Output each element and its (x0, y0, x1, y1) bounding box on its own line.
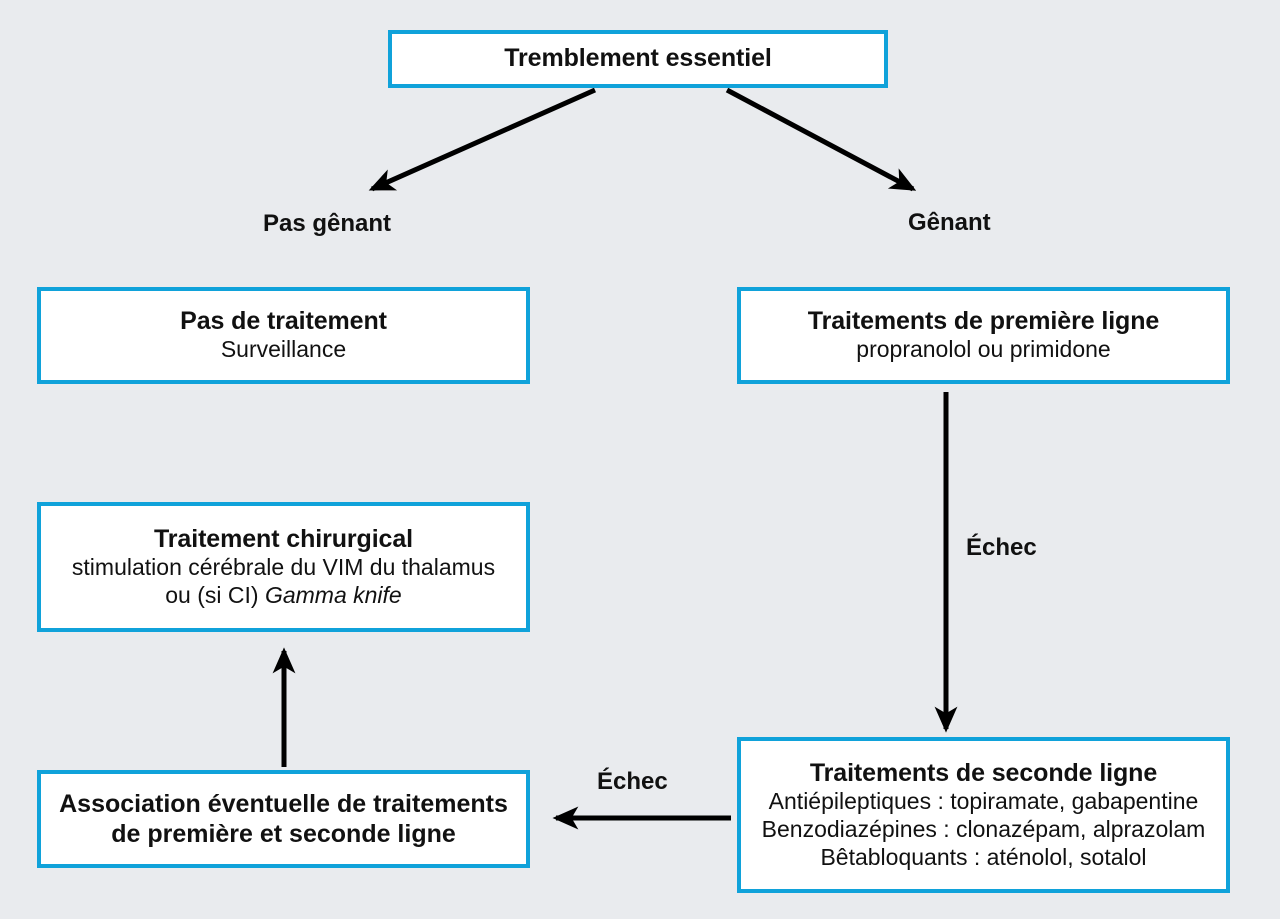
node-surgery-title: Traitement chirurgical (154, 524, 413, 553)
arrow-root-to-bothersome (725, 87, 917, 192)
node-traitements-seconde-ligne[interactable]: Traitements de seconde ligne Antiépilept… (737, 737, 1230, 893)
node-second-line-line-1: Antiépileptiques : topiramate, gabapenti… (768, 788, 1199, 815)
edge-label-genant: Gênant (908, 209, 991, 236)
node-traitements-premiere-ligne[interactable]: Traitements de première ligne propranolo… (737, 287, 1230, 384)
node-no-treatment-title: Pas de traitement (180, 306, 387, 335)
node-tremblement-essentiel[interactable]: Tremblement essentiel (388, 30, 888, 88)
node-surgery-line-2-prefix: ou (si CI) (165, 581, 265, 608)
node-association-line-1: Association éventuelle de traitements (59, 790, 508, 818)
node-first-line-title: Traitements de première ligne (807, 306, 1160, 335)
node-root-title: Tremblement essentiel (504, 44, 772, 73)
node-surgery-line-1: stimulation cérébrale du VIM du thalamus (71, 554, 496, 581)
node-second-line-line-3: Bêtabloquants : aténolol, sotalol (820, 843, 1147, 870)
edge-label-pas-genant: Pas gênant (263, 210, 392, 237)
node-association-line-2: de première et seconde ligne (111, 820, 456, 848)
arrow-root-to-not-bothersome (368, 87, 597, 192)
node-second-line-title: Traitements de seconde ligne (809, 758, 1158, 787)
node-pas-de-traitement[interactable]: Pas de traitement Surveillance (37, 287, 530, 384)
node-surgery-line-2-italic: Gamma knife (264, 581, 402, 608)
edge-label-echec-horizontal: Échec (597, 768, 668, 795)
node-association-traitements[interactable]: Association éventuelle de traitements de… (37, 770, 530, 868)
node-traitement-chirurgical[interactable]: Traitement chirurgical stimulation céréb… (37, 502, 530, 632)
node-second-line-line-2: Benzodiazépines : clonazépam, alprazolam (761, 815, 1206, 842)
edge-label-echec-vertical: Échec (966, 534, 1037, 561)
node-first-line-line-1: propranolol ou primidone (856, 336, 1111, 363)
node-surgery-line-2: ou (si CI) Gamma knife (165, 582, 401, 610)
node-no-treatment-line-1: Surveillance (220, 336, 347, 363)
